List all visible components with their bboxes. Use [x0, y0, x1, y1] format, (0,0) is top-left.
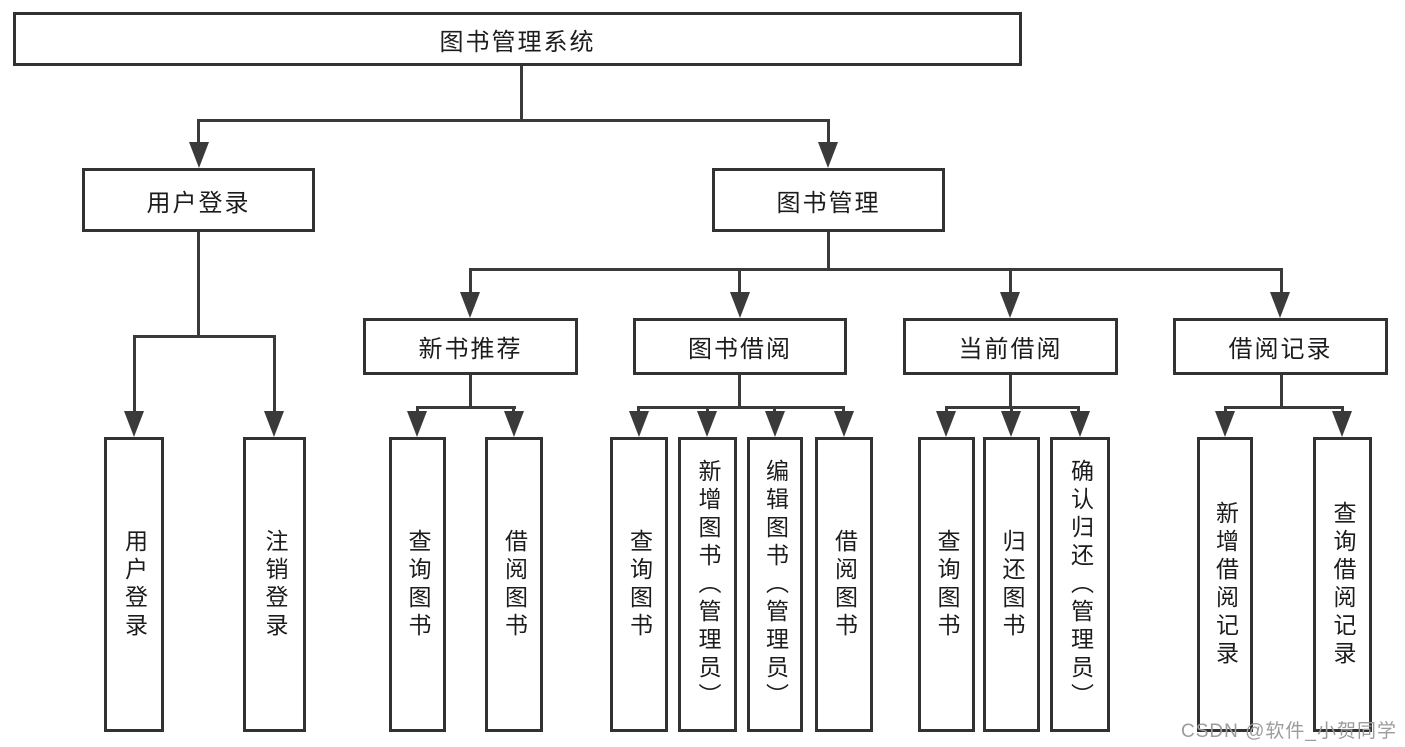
arrowhead-add-book: [697, 411, 717, 437]
connector-new-book-rail: [416, 406, 516, 409]
arrowhead-new-book: [460, 292, 480, 318]
node-book-management: 图书管理: [712, 168, 945, 232]
arrowhead-add-record: [1215, 411, 1235, 437]
connector-drop-leaf-logout: [273, 335, 276, 413]
node-borrow-records: 借阅记录: [1173, 318, 1388, 375]
node-current-borrow: 当前借阅: [903, 318, 1118, 375]
connector-drop-current-borrow: [1009, 268, 1012, 294]
connector-drop-leaf-login: [133, 335, 136, 413]
connector-new-book-stem: [469, 375, 472, 409]
leaf-add-borrow-record: 新增借阅记录: [1197, 437, 1253, 732]
leaf-query-borrow-record: 查询借阅记录: [1313, 437, 1372, 732]
leaf-query-books-2-label: 查询图书: [626, 528, 653, 641]
connector-drop-query-books-3: [945, 406, 948, 414]
connector-drop-add-record: [1224, 406, 1227, 414]
leaf-query-books-1-label: 查询图书: [405, 528, 431, 641]
leaf-return-books-label: 归还图书: [999, 528, 1025, 641]
connector-book-management-stem: [827, 232, 830, 271]
leaf-confirm-return-admin: 确认归还（管理员）: [1050, 437, 1110, 732]
leaf-logout: 注销登录: [243, 437, 306, 732]
arrowhead-edit-book: [765, 411, 785, 437]
arrowhead-borrow-books-2: [834, 411, 854, 437]
connector-drop-query-books-2: [637, 406, 640, 414]
connector-drop-book-management: [827, 119, 830, 146]
leaf-query-books-2: 查询图书: [610, 437, 668, 732]
connector-drop-borrow-records: [1280, 268, 1283, 294]
connector-drop-query-books-1: [416, 406, 419, 414]
connector-borrow-records-stem: [1280, 375, 1283, 409]
arrowhead-user-login: [189, 142, 209, 168]
leaf-add-book-admin: 新增图书（管理员）: [678, 437, 737, 732]
connector-borrow-records-rail: [1224, 406, 1344, 409]
node-root: 图书管理系统: [13, 12, 1022, 66]
leaf-borrow-books-2: 借阅图书: [815, 437, 873, 732]
node-current-borrow-label: 当前借阅: [958, 336, 1063, 363]
leaf-logout-label: 注销登录: [262, 528, 288, 641]
connector-root-stem: [520, 66, 523, 121]
arrowhead-leaf-login: [124, 411, 144, 437]
arrowhead-query-record: [1332, 411, 1352, 437]
leaf-user-login-label: 用户登录: [121, 528, 148, 641]
leaf-borrow-books-1: 借阅图书: [485, 437, 543, 732]
connector-user-login-stem: [197, 232, 200, 338]
leaf-add-borrow-record-label: 新增借阅记录: [1212, 500, 1239, 669]
node-user-login: 用户登录: [82, 168, 315, 232]
connector-drop-add-book: [706, 406, 709, 414]
arrowhead-return-books: [1001, 411, 1021, 437]
arrowhead-query-books-1: [407, 411, 427, 437]
node-book-borrow-label: 图书借阅: [688, 336, 792, 363]
leaf-query-books-3-label: 查询图书: [934, 528, 960, 641]
arrowhead-leaf-logout: [264, 411, 284, 437]
leaf-query-borrow-record-label: 查询借阅记录: [1330, 500, 1356, 669]
arrowhead-current-borrow: [1000, 292, 1020, 318]
leaf-borrow-books-1-label: 借阅图书: [501, 528, 528, 641]
arrowhead-book-management: [818, 142, 838, 168]
connector-drop-query-record: [1341, 406, 1344, 414]
connector-drop-borrow-books-2: [842, 406, 845, 414]
arrowhead-borrow-records: [1270, 292, 1290, 318]
connector-drop-user-login: [197, 119, 200, 146]
node-user-login-label: 用户登录: [146, 189, 251, 217]
leaf-borrow-books-2-label: 借阅图书: [831, 528, 858, 641]
connector-book-borrow-stem: [738, 375, 741, 409]
leaf-edit-book-admin-label: 编辑图书（管理员）: [762, 458, 789, 711]
connector-drop-borrow-books-1: [512, 406, 515, 414]
leaf-return-books: 归还图书: [983, 437, 1040, 732]
connector-drop-return-books: [1010, 406, 1013, 414]
arrowhead-book-borrow: [730, 292, 750, 318]
node-root-label: 图书管理系统: [439, 28, 596, 56]
connector-root-rail: [197, 119, 830, 122]
connector-drop-book-borrow: [738, 268, 741, 294]
connector-drop-confirm-return: [1077, 406, 1080, 414]
arrowhead-query-books-3: [936, 411, 956, 437]
connector-book-borrow-rail: [637, 406, 845, 409]
leaf-confirm-return-admin-label: 确认归还（管理员）: [1067, 458, 1094, 711]
arrowhead-query-books-2: [629, 411, 649, 437]
leaf-edit-book-admin: 编辑图书（管理员）: [747, 437, 803, 732]
node-book-borrow: 图书借阅: [633, 318, 847, 375]
node-book-management-label: 图书管理: [776, 189, 881, 217]
connector-drop-edit-book: [773, 406, 776, 414]
leaf-query-books-1: 查询图书: [389, 437, 446, 732]
node-borrow-records-label: 借阅记录: [1228, 336, 1333, 363]
arrowhead-confirm-return: [1070, 411, 1090, 437]
leaf-add-book-admin-label: 新增图书（管理员）: [695, 458, 721, 711]
leaf-user-login: 用户登录: [104, 437, 164, 732]
watermark-text: CSDN @软件_小贺同学: [1181, 721, 1397, 742]
connector-current-borrow-stem: [1009, 375, 1012, 409]
leaf-query-books-3: 查询图书: [918, 437, 975, 732]
node-new-book-recommend: 新书推荐: [363, 318, 578, 375]
connector-user-login-rail: [133, 335, 276, 338]
connector-drop-new-book: [469, 268, 472, 294]
arrowhead-borrow-books-1: [504, 411, 524, 437]
connector-book-management-rail: [469, 268, 1283, 271]
node-new-book-recommend-label: 新书推荐: [418, 336, 523, 363]
